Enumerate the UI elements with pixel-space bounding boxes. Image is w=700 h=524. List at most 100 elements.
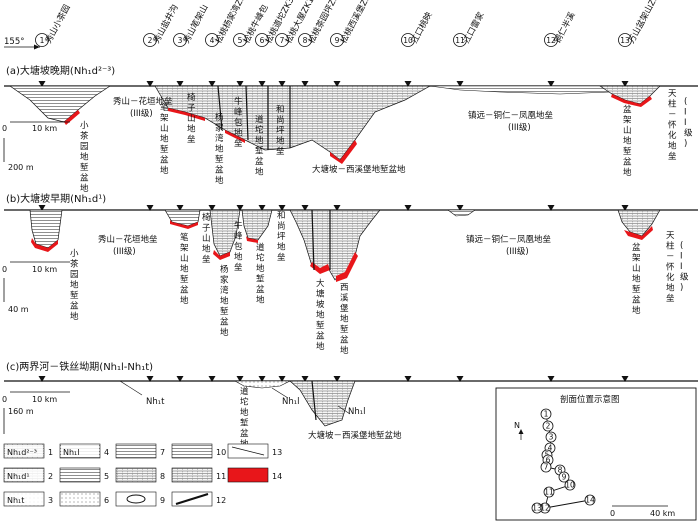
basin-datangpo-c	[289, 380, 356, 427]
station-name: 万山盆架山ZK2201	[626, 0, 671, 45]
panel-b-title: (b)大塘坡早期(Nh₁d¹)	[6, 192, 106, 205]
vertical-label-hechaping: 和尚坪地垒	[277, 211, 286, 263]
label-xiushan-a: 秀山－花垣地垒	[113, 96, 173, 107]
basin-penjiashan-a	[598, 85, 661, 105]
vertical-label-yangjiawan: 杨家湾地堑盆地	[220, 264, 229, 338]
legend-number: 13	[272, 448, 282, 457]
panel-a-vertical-labels: 小茶园地堑盆地笔架山地堑盆地椅子山地垒杨家湾地堑盆地牛峰包地垒道坨地堑盆地和尚坪…	[80, 89, 693, 194]
legend-item-14: 14	[227, 467, 282, 483]
legend-number: 10	[216, 448, 226, 457]
station-name: 江口雷家	[461, 10, 487, 46]
station-tick-8	[301, 81, 309, 87]
svg-text:1: 1	[544, 410, 549, 419]
station-name: 松桃西溪堡ZK1010	[338, 0, 383, 45]
legend-number: 1	[48, 448, 53, 457]
svg-text:8: 8	[558, 466, 563, 475]
scale-b-h0: 0	[2, 265, 7, 274]
basin-thin-b	[447, 209, 476, 217]
station-tick-7	[278, 205, 286, 211]
scale-a-v: 200 m	[8, 163, 34, 172]
vertical-label-daotuo: 道坨地堑盆地	[240, 386, 249, 450]
vertical-label-daotuo: 道坨地堑盆地	[256, 242, 265, 306]
legend-item-11: 11	[171, 467, 226, 483]
basin-main-a	[154, 85, 432, 161]
station-number-circle	[233, 33, 247, 47]
label-nh1l-c1: Nh₁l	[282, 397, 300, 407]
panel-a-station-ticks	[38, 81, 629, 87]
legend-item-5: 5	[59, 467, 109, 483]
station-tick-5	[236, 376, 244, 382]
basin-xiaochayuan-a	[8, 85, 112, 123]
station-tick-13	[621, 205, 629, 211]
vertical-label-xiaochayuan-1: 小茶园地堑盆地	[80, 120, 89, 194]
station-number: 6	[260, 36, 265, 45]
red-layer-b7	[624, 226, 653, 240]
legend-code: Nh₁l	[63, 448, 79, 457]
red-layer-b5	[310, 262, 330, 274]
label-nh1l-c2: Nh₁l	[348, 407, 366, 417]
station-number-circle	[453, 33, 467, 47]
label-xiushan-b: 秀山－花垣地垒	[98, 234, 158, 245]
red-layer-b4	[246, 236, 258, 243]
legend-item-12: 12	[171, 491, 226, 507]
station-tick-3	[176, 81, 184, 87]
panel-c-vertical-labels: 道坨地堑盆地	[240, 386, 249, 450]
vertical-label-hechaping: 和尚坪地垒	[276, 105, 285, 157]
vertical-label-penjiashan: 盆架山地堑盆地	[632, 242, 641, 316]
vertical-label-tianzhu: 天柱－怀化地垒	[666, 231, 675, 304]
station-name: 江口桃映	[409, 10, 435, 46]
label-iii-b2: (III级)	[506, 246, 529, 257]
station-tick-12	[547, 205, 555, 211]
station-tick-2	[146, 81, 154, 87]
svg-text:10: 10	[565, 481, 575, 490]
vertical-label-yangjiawan: 杨家湾地堑盆地	[215, 112, 224, 186]
station-tick-5	[236, 81, 244, 87]
inset-point-1: 1	[540, 408, 552, 420]
legend-number: 7	[160, 448, 165, 457]
station-tick-3	[176, 376, 184, 382]
inset-scale0: 0	[610, 509, 615, 518]
legend-item-8: 8	[115, 467, 165, 483]
label-zhenyuan-b: 镇远－铜仁－凤凰地垒	[466, 234, 552, 245]
legend-swatch	[227, 467, 269, 483]
legend-number: 12	[216, 496, 226, 505]
label-datangpo-xixi-c: 大塘坡－西溪堡地堑盆地	[308, 430, 402, 441]
station-tick-9	[333, 376, 341, 382]
legend-swatch	[171, 443, 213, 459]
label-zhenyuan-a: 镇远－铜仁－凤凰地垒	[468, 110, 554, 121]
panel-a-title: (a)大塘坡晚期(Nh₁d²⁻³)	[6, 64, 115, 77]
basin-thin-right-a	[429, 85, 621, 95]
scale-b-h: 10 km	[32, 265, 57, 274]
station-number-circle	[255, 33, 269, 47]
legend-item-9: 9	[115, 491, 165, 507]
station-number: 10	[403, 36, 413, 45]
station-tick-10	[404, 205, 412, 211]
station-number: 3	[178, 36, 183, 45]
inset-location-map: 剖面位置示意图 N 1234567891011121314 0 40 km	[495, 387, 697, 521]
panel-b: (b)大塘坡早期(Nh₁d¹) 0 10 km 40 m 秀山－花垣地垒 (II…	[2, 192, 698, 314]
inset-point-13: 13	[531, 502, 543, 514]
station-tick-10	[404, 81, 412, 87]
legend-item-6: 6	[59, 491, 109, 507]
station-tick-12	[547, 376, 555, 382]
station-name: 铜仁半溪	[552, 10, 578, 46]
station-tick-9	[333, 81, 341, 87]
station-tick-1	[38, 81, 46, 87]
scale-a-h0: 0	[2, 124, 7, 133]
panel-b-vertical-labels: 小茶园地堑盆地笔架山地堑盆地椅子山地垒牛峰包地垒杨家湾地堑盆地道坨地堑盆地和尚坪…	[70, 211, 689, 356]
legend-item-13: 13	[227, 443, 282, 459]
station-tick-4	[208, 205, 216, 211]
scale-c-h0: 0	[2, 395, 7, 404]
vertical-label-bijiashan: 笔架山地堑盆地	[180, 232, 189, 306]
station-number: 12	[546, 36, 556, 45]
red-layer-a3	[330, 140, 357, 164]
legend-code: Nh₁d¹	[7, 472, 30, 481]
svg-text:9: 9	[562, 473, 567, 482]
station-tick-1	[38, 205, 46, 211]
vertical-label-xixibao: 西溪堡地堑盆地	[340, 283, 349, 356]
